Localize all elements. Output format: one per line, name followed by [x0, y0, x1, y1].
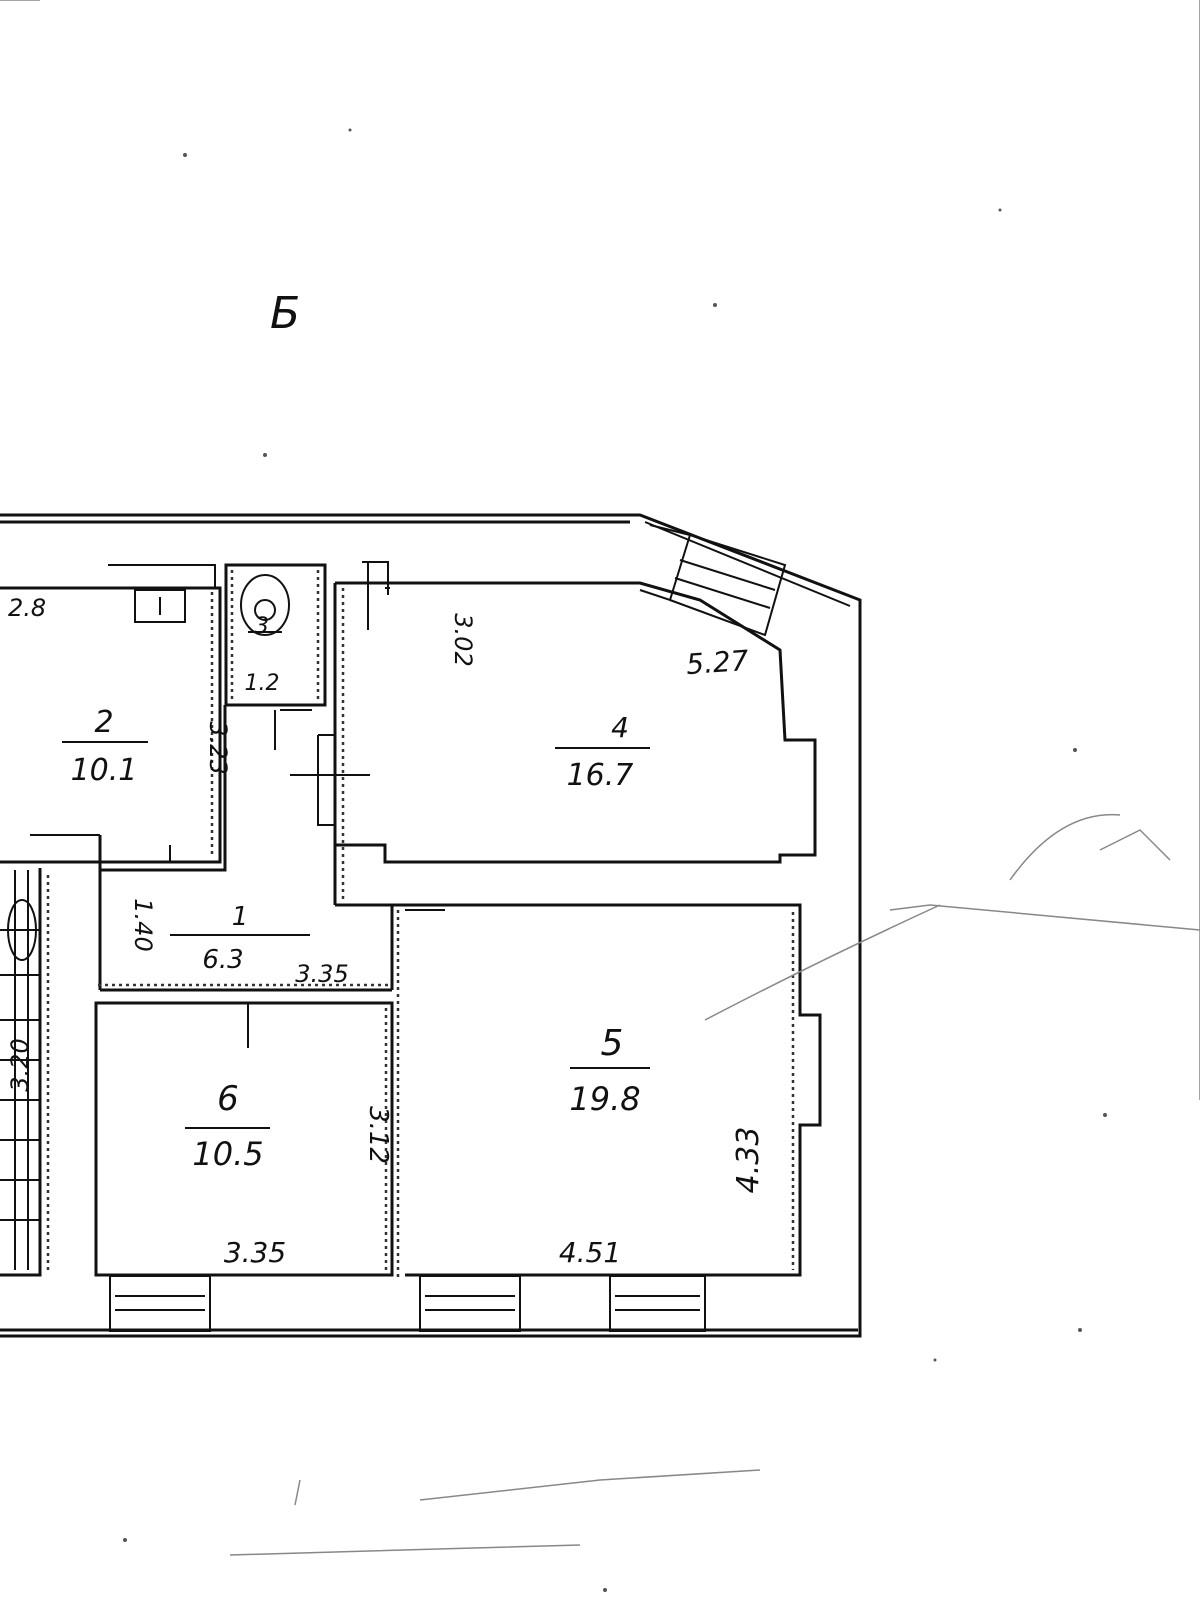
- room-4-area: 16.7: [567, 758, 634, 793]
- dim-room6-bottom: 3.35: [224, 1236, 286, 1269]
- section-letter: Б: [270, 288, 300, 339]
- dim-room2-side: 3.23: [204, 721, 232, 774]
- dim-room6-side: 3.12: [363, 1106, 393, 1164]
- dim-stair-side: 3.20: [6, 1038, 34, 1091]
- toilet-icon: [240, 574, 290, 636]
- dim-room5-side: 4.33: [731, 1127, 766, 1194]
- labels: Б 2 10.1 3 1.2 4 16.7 1 6.3 6 10.5 5 19.…: [6, 288, 766, 1269]
- room-4-walls: [290, 561, 817, 905]
- room-5-number: 5: [601, 1023, 624, 1064]
- room-2-area: 10.1: [71, 753, 138, 788]
- outer-walls: [0, 513, 862, 1338]
- dim-room4-top: 5.27: [685, 644, 750, 681]
- room-3-number: 3: [255, 614, 269, 639]
- window-room-6: [109, 1275, 211, 1332]
- room-2-number: 2: [94, 705, 113, 740]
- dim-partial-top-left: 2.8: [8, 594, 46, 622]
- room-3-walls: [224, 563, 327, 711]
- dim-corridor-width: 3.35: [295, 960, 348, 988]
- room-1-area: 6.3: [202, 945, 243, 975]
- window-room-5-left: [419, 1275, 521, 1332]
- room-6-area: 10.5: [192, 1135, 263, 1173]
- room-2-walls: [0, 564, 222, 864]
- room-6-number: 6: [217, 1079, 239, 1119]
- room-4-number: 4: [611, 711, 629, 744]
- room-5-walls: [396, 903, 822, 1332]
- bay-window-top: [639, 524, 787, 637]
- room-5-area: 19.8: [569, 1080, 640, 1118]
- dim-corridor-side: 1.40: [129, 898, 157, 951]
- stair-left: [0, 868, 50, 1277]
- window-room-5-right: [609, 1275, 706, 1332]
- sink-fixture: [134, 589, 186, 623]
- room-1-number: 1: [232, 902, 249, 932]
- dim-room5-bottom: 4.51: [559, 1236, 621, 1269]
- room-3-area: 1.2: [245, 671, 280, 696]
- dim-room4-side: 3.02: [449, 613, 477, 666]
- room-6-walls: [94, 1001, 394, 1332]
